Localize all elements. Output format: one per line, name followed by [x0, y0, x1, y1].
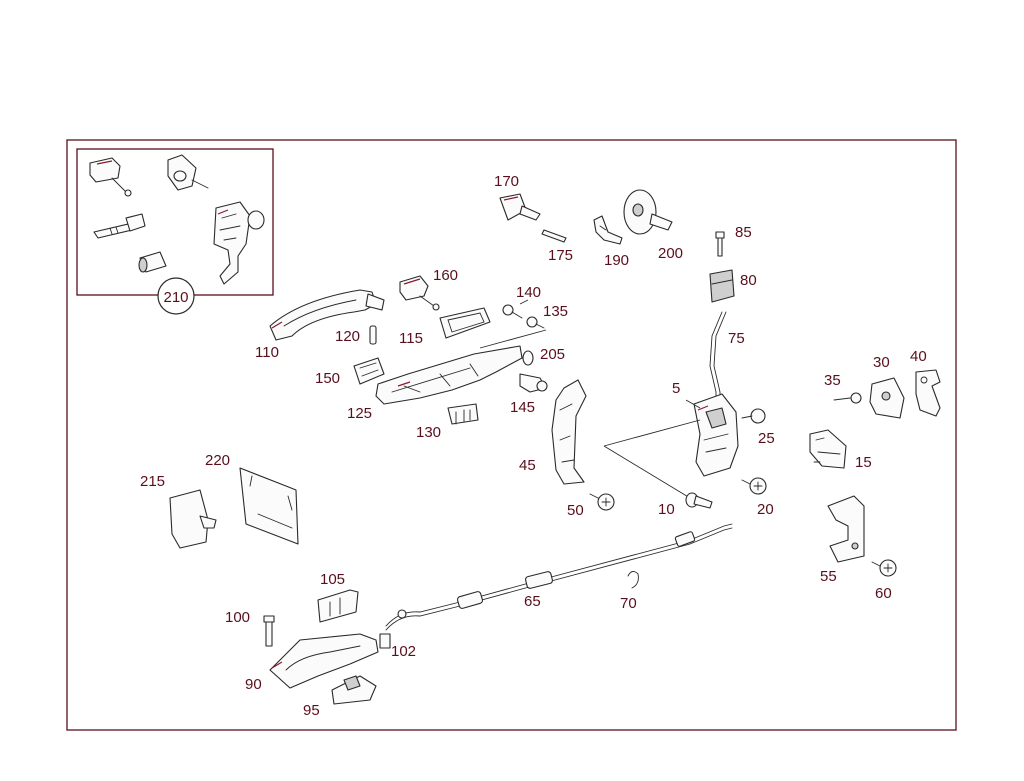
callout-170: 170 [494, 173, 519, 190]
callout-100: 100 [225, 609, 250, 626]
callout-30: 30 [873, 354, 890, 371]
lock-bolt-part [93, 213, 146, 239]
cap-80 [709, 269, 735, 303]
key-190 [593, 215, 623, 245]
key-blade-175 [541, 229, 567, 243]
key-fob-200 [623, 189, 673, 235]
callout-145: 145 [510, 399, 535, 416]
plate-40 [915, 369, 941, 417]
handle-trim-95 [331, 675, 377, 705]
callout-215: 215 [140, 473, 165, 490]
callout-60: 60 [875, 585, 892, 602]
callout-105: 105 [320, 571, 345, 588]
callout-75: 75 [728, 330, 745, 347]
key-170 [499, 193, 541, 221]
callout-150: 150 [315, 370, 340, 387]
screw-140 [502, 304, 523, 319]
inset-label-210: 210 [157, 277, 195, 315]
screw-50 [589, 493, 615, 511]
striker-30 [869, 377, 905, 419]
clip-130 [447, 403, 479, 425]
release-cable-65 [385, 523, 733, 631]
callout-70: 70 [620, 595, 637, 612]
callout-95: 95 [303, 702, 320, 719]
screw-35 [833, 392, 862, 404]
lock-bracket-part [213, 201, 265, 285]
callout-110: 110 [255, 344, 279, 361]
screw-85 [715, 231, 725, 257]
callout-200: 200 [658, 245, 683, 262]
callout-25: 25 [758, 430, 775, 447]
callout-205: 205 [540, 346, 565, 363]
small-cylinder-part [138, 251, 167, 273]
callout-45: 45 [519, 457, 536, 474]
clip-102 [379, 633, 391, 649]
lock-rod-75 [709, 311, 727, 405]
pin-120 [369, 325, 377, 345]
callout-135: 135 [543, 303, 568, 320]
callout-130: 130 [416, 424, 441, 441]
striker-bracket-15 [809, 429, 847, 469]
bracket-105 [317, 589, 359, 623]
callout-55: 55 [820, 568, 837, 585]
screw-10 [685, 492, 713, 509]
screw-20 [741, 477, 767, 495]
callout-35: 35 [824, 372, 841, 389]
callout-15: 15 [855, 454, 872, 471]
pad-150 [353, 357, 385, 385]
callout-102: 102 [391, 643, 416, 660]
callout-85: 85 [735, 224, 752, 241]
handle-gasket-115 [439, 307, 491, 339]
diagram-frame [66, 139, 957, 731]
handle-carrier-125 [375, 329, 547, 405]
callout-65: 65 [524, 593, 541, 610]
callout-5: 5 [672, 380, 680, 397]
callout-210: 210 [163, 289, 188, 306]
callout-90: 90 [245, 676, 262, 693]
callout-175: 175 [548, 247, 573, 264]
callout-140: 140 [516, 284, 541, 301]
callout-20: 20 [757, 501, 774, 518]
plug-145 [519, 373, 548, 393]
screw-100 [263, 615, 275, 647]
bracket-45 [551, 379, 587, 485]
callout-40: 40 [910, 348, 927, 365]
callout-10: 10 [658, 501, 675, 518]
screw-135 [526, 316, 545, 329]
lock-cylinder-160 [399, 275, 440, 311]
callout-220: 220 [205, 452, 230, 469]
cable-clip-70 [627, 571, 639, 589]
door-latch-5 [685, 393, 739, 477]
callout-120: 120 [335, 328, 360, 345]
callout-160: 160 [433, 267, 458, 284]
lock-cylinder-part [89, 157, 132, 197]
key-housing-part [167, 154, 209, 191]
outer-door-handle-110 [269, 289, 385, 341]
inner-handle-90 [269, 633, 379, 689]
cover-plate-220 [239, 467, 299, 545]
grommet-205 [522, 350, 534, 366]
callout-125: 125 [347, 405, 372, 422]
control-unit-215 [169, 489, 217, 549]
inset-box-210 [76, 148, 274, 296]
bolt-25 [741, 408, 766, 424]
callout-115: 115 [399, 330, 423, 347]
callout-190: 190 [604, 252, 629, 269]
callout-50: 50 [567, 502, 584, 519]
cover-55 [827, 495, 865, 563]
screw-60 [871, 559, 897, 577]
callout-80: 80 [740, 272, 757, 289]
